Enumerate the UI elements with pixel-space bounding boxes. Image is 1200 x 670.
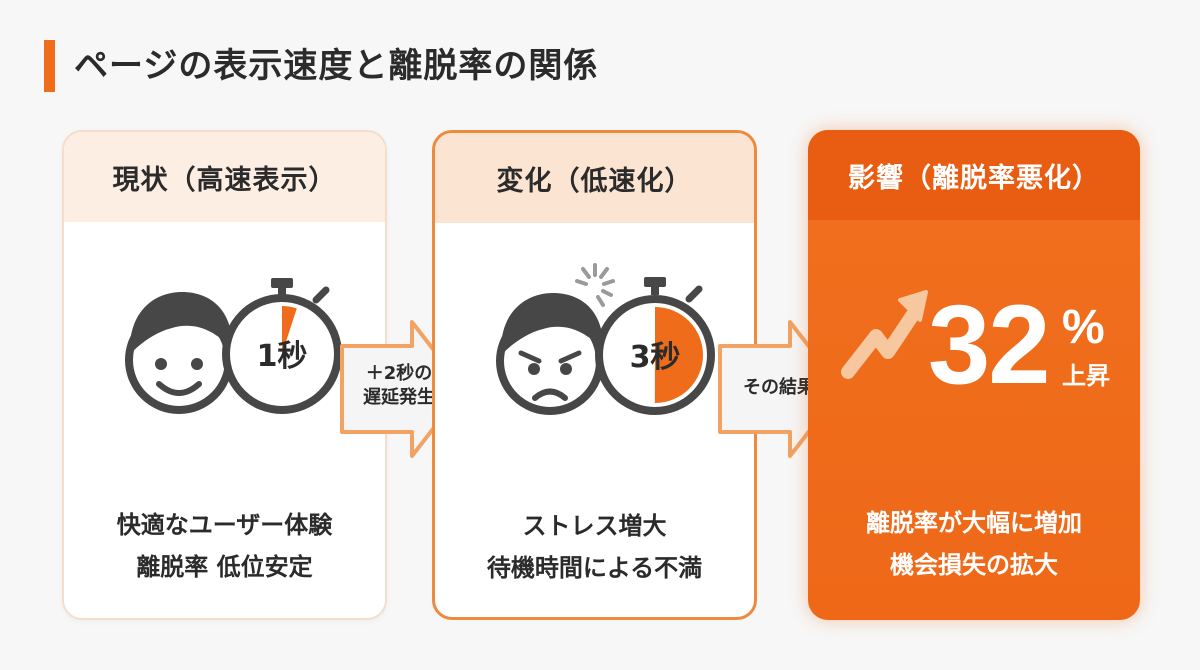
card-impact: 影響（離脱率悪化） 32 % 上昇 離脱率が大幅に増加 機会損失の拡大 bbox=[808, 130, 1140, 620]
stopwatch-icon bbox=[595, 277, 715, 415]
description-line: 離脱率が大幅に増加 bbox=[866, 509, 1082, 537]
increase-stat-value: 32 bbox=[928, 282, 1051, 407]
timer-fill-arc bbox=[234, 306, 330, 402]
description-line: ストレス増大 bbox=[522, 512, 667, 540]
card-change: 変化（低速化） 3秒 スト bbox=[432, 130, 757, 620]
description-line: 待機時間による不満 bbox=[486, 554, 703, 582]
card-description: ストレス増大 待機時間による不満 bbox=[435, 505, 754, 589]
frustrated-face-icon bbox=[496, 293, 604, 415]
stopwatch-icon bbox=[222, 278, 342, 414]
description-line: 快適なユーザー体験 bbox=[116, 511, 333, 539]
trend-up-arrow-icon bbox=[841, 290, 928, 379]
card-illustration: 1秒 bbox=[125, 278, 342, 414]
page-title: ページの表示速度と離脱率の関係 bbox=[74, 46, 599, 86]
arrow-1-label: ＋2秒の 遅延発生 bbox=[344, 362, 454, 410]
title-accent-bar bbox=[44, 40, 55, 92]
card-heading: 現状（高速表示） bbox=[64, 132, 385, 222]
card-heading: 変化（低速化） bbox=[435, 133, 754, 223]
card-description: 離脱率が大幅に増加 機会損失の拡大 bbox=[808, 502, 1140, 586]
card-illustration: 3秒 bbox=[496, 263, 715, 415]
increase-stat-unit: % bbox=[1062, 301, 1105, 354]
card-illustration bbox=[841, 290, 928, 379]
smiling-face-icon bbox=[125, 292, 233, 414]
arrow-label-line: その結果 bbox=[743, 377, 815, 398]
card-current-state: 現状（高速表示） 1秒 快適なユーザー体験 離脱率 低位安定 bbox=[62, 130, 387, 620]
arrow-2-label: その結果 bbox=[722, 376, 836, 400]
description-line: 離脱率 低位安定 bbox=[136, 553, 313, 581]
timer-value-label: 3秒 bbox=[630, 340, 681, 375]
loading-spinner-icon bbox=[575, 263, 615, 307]
timer-value-label: 1秒 bbox=[257, 339, 308, 374]
timer-fill-arc bbox=[607, 307, 703, 403]
card-heading: 影響（離脱率悪化） bbox=[808, 130, 1140, 220]
increase-stat-caption: 上昇 bbox=[1062, 362, 1110, 390]
card-description: 快適なユーザー体験 離脱率 低位安定 bbox=[64, 504, 385, 588]
description-line: 機会損失の拡大 bbox=[890, 551, 1058, 579]
arrow-label-line: 遅延発生 bbox=[363, 387, 435, 408]
arrow-label-line: ＋2秒の bbox=[365, 363, 433, 384]
